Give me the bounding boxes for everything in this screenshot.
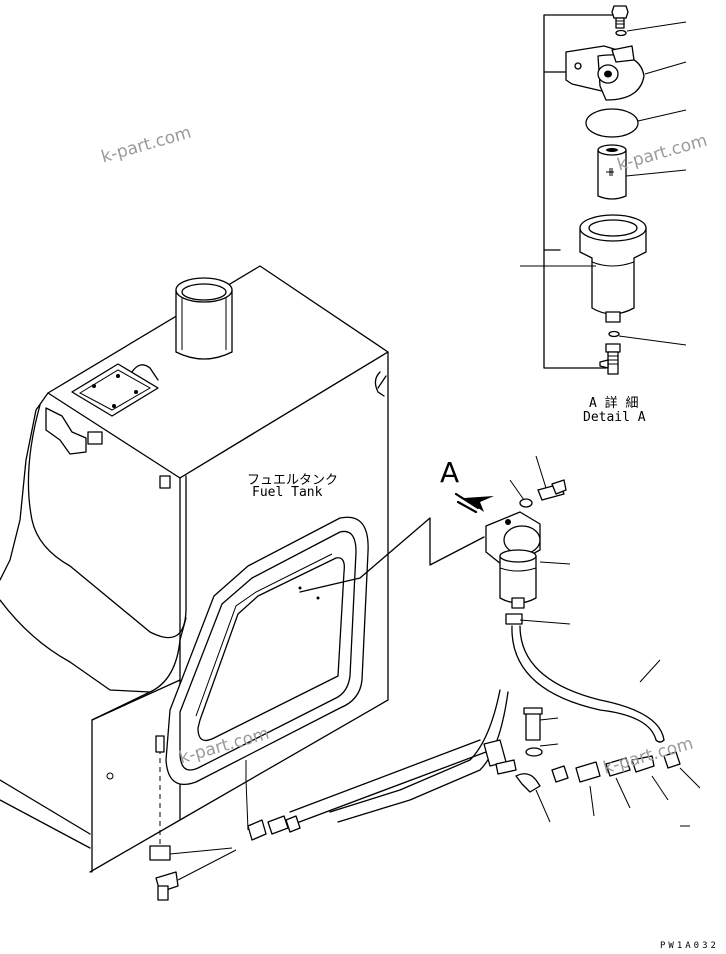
detail-drain-plug — [599, 343, 621, 375]
filter-bolt — [519, 479, 567, 508]
detail-filter-head — [565, 45, 645, 101]
tank-cover — [165, 516, 369, 786]
pointer-line — [299, 517, 485, 593]
detail-a-label-jp: A 詳 細 — [589, 396, 639, 411]
hoses — [247, 613, 665, 841]
detail-bowl — [579, 214, 647, 323]
drawing-code: PW1A032 — [660, 941, 719, 951]
detail-bolt — [611, 5, 629, 29]
detail-o-ring-bottom — [608, 330, 620, 338]
detail-a-label-en: Detail A — [583, 410, 646, 425]
detail-element — [597, 144, 627, 200]
view-arrow — [454, 492, 494, 514]
filter-assembly — [485, 511, 541, 609]
fuel-tank-label-jp: フュエルタンク — [247, 473, 339, 488]
detail-leaders — [520, 21, 687, 346]
view-letter: A — [440, 456, 460, 489]
main-leaders — [509, 455, 701, 827]
fuel-tank-label-en: Fuel Tank — [252, 485, 323, 500]
detail-gasket — [585, 108, 639, 138]
lower-fittings — [523, 707, 681, 783]
detail-o-ring-top — [615, 29, 627, 37]
left-clip-parts — [149, 735, 249, 901]
